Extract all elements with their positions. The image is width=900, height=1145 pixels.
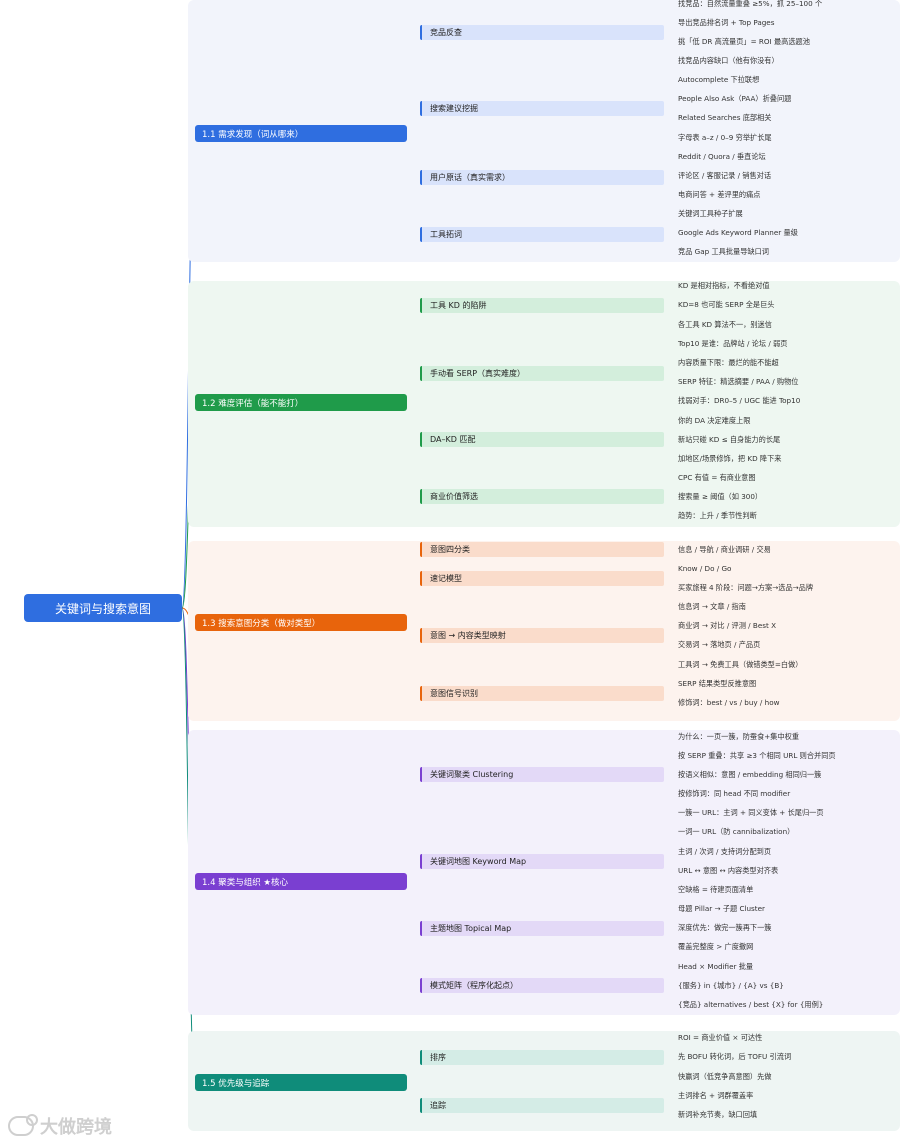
topic-node[interactable]: 搜索建议挖掘 (420, 101, 664, 116)
leaf-node[interactable]: 关键词工具种子扩展 (678, 209, 743, 218)
branch-node[interactable]: 1.3 搜索意图分类（做对类型） (195, 614, 407, 631)
leaf-node[interactable]: 新词补充节奏，缺口回填 (678, 1110, 758, 1119)
leaf-node[interactable]: 找弱对手：DR0–5 / UGC 能进 Top10 (678, 396, 801, 405)
leaf-node[interactable]: 交易词 → 落地页 / 产品页 (678, 640, 761, 649)
topic-node[interactable]: 意图 → 内容类型映射 (420, 628, 664, 643)
topic-node[interactable]: 模式矩阵（程序化起点） (420, 978, 664, 993)
leaf-node[interactable]: CPC 有值 = 有商业意图 (678, 473, 756, 482)
leaf-node[interactable]: 按修饰词：同 head 不同 modifier (678, 789, 791, 798)
leaf-node[interactable]: SERP 特征：精选摘要 / PAA / 购物位 (678, 377, 799, 386)
leaf-node[interactable]: Know / Do / Go (678, 564, 732, 573)
leaf-node[interactable]: 你的 DA 决定难度上限 (678, 416, 751, 425)
watermark-logo-icon (8, 1114, 38, 1136)
topic-node[interactable]: 关键词地图 Keyword Map (420, 854, 664, 869)
branch-node[interactable]: 1.4 聚类与组织 ★核心 (195, 873, 407, 890)
topic-node[interactable]: 排序 (420, 1050, 664, 1065)
leaf-node[interactable]: {竞品} alternatives / best {X} for {用例} (678, 1000, 824, 1009)
topic-node[interactable]: 工具 KD 的陷阱 (420, 298, 664, 313)
leaf-node[interactable]: 找竞品内容缺口（他有你没有） (678, 56, 779, 65)
leaf-node[interactable]: 母题 Pillar → 子题 Cluster (678, 904, 765, 913)
leaf-node[interactable]: 各工具 KD 算法不一，别迷信 (678, 320, 772, 329)
leaf-node[interactable]: 修饰词：best / vs / buy / how (678, 698, 780, 707)
leaf-node[interactable]: 内容质量下限：最烂的能不能超 (678, 358, 779, 367)
topic-node[interactable]: 手动看 SERP（真实难度） (420, 366, 664, 381)
leaf-node[interactable]: ROI = 商业价值 × 可达性 (678, 1033, 763, 1042)
leaf-node[interactable]: 主词 / 次词 / 支持词分配到页 (678, 847, 772, 856)
leaf-node[interactable]: KD 是相对指标，不看绝对值 (678, 281, 770, 290)
leaf-node[interactable]: URL ↔ 意图 ↔ 内容类型对齐表 (678, 866, 779, 875)
leaf-node[interactable]: 信息词 → 文章 / 指南 (678, 602, 746, 611)
topic-node[interactable]: 速记模型 (420, 571, 664, 586)
leaf-node[interactable]: 快赢词（低竞争高意图）先做 (678, 1072, 772, 1081)
topic-node[interactable]: 用户原话（真实需求） (420, 170, 664, 185)
leaf-node[interactable]: 新站只碰 KD ≤ 自身能力的长尾 (678, 435, 781, 444)
topic-node[interactable]: 商业价值筛选 (420, 489, 664, 504)
leaf-node[interactable]: Related Searches 底部相关 (678, 113, 772, 122)
leaf-node[interactable]: 先 BOFU 转化词，后 TOFU 引流词 (678, 1052, 792, 1061)
root-node[interactable]: 关键词与搜索意图 (24, 594, 182, 622)
leaf-node[interactable]: 商业词 → 对比 / 评测 / Best X (678, 621, 777, 630)
leaf-node[interactable]: 深度优先：做完一簇再下一簇 (678, 923, 772, 932)
leaf-node[interactable]: 竞品 Gap 工具批量导缺口词 (678, 247, 769, 256)
branch-node[interactable]: 1.5 优先级与追踪 (195, 1074, 407, 1091)
leaf-node[interactable]: Google Ads Keyword Planner 量级 (678, 228, 798, 237)
leaf-node[interactable]: Top10 是谁：品牌站 / 论坛 / 弱页 (678, 339, 788, 348)
leaf-node[interactable]: 字母表 a–z / 0–9 穷举扩长尾 (678, 133, 772, 142)
leaf-node[interactable]: 一词一 URL（防 cannibalization） (678, 827, 795, 836)
topic-node[interactable]: 关键词聚类 Clustering (420, 767, 664, 782)
leaf-node[interactable]: 工具词 → 免费工具（做错类型=白做） (678, 660, 803, 669)
branch-node[interactable]: 1.2 难度评估（能不能打） (195, 394, 407, 411)
watermark-text: 大做跨境 (40, 1117, 112, 1138)
leaf-node[interactable]: Autocomplete 下拉联想 (678, 75, 760, 84)
leaf-node[interactable]: Head × Modifier 批量 (678, 962, 754, 971)
branch-node[interactable]: 1.1 需求发现（词从哪来） (195, 125, 407, 142)
leaf-node[interactable]: Reddit / Quora / 垂直论坛 (678, 152, 766, 161)
leaf-node[interactable]: 找竞品：自然流量重叠 ≥5%，抓 25–100 个 (678, 0, 823, 8)
leaf-node[interactable]: 按语义相似：意图 / embedding 相同归一簇 (678, 770, 822, 779)
leaf-node[interactable]: 覆盖完整度 > 广度撒网 (678, 942, 754, 951)
leaf-node[interactable]: {服务} in {城市} / {A} vs {B} (678, 981, 784, 990)
leaf-node[interactable]: 空缺格 = 待建页面清单 (678, 885, 754, 894)
leaf-node[interactable]: 加地区/场景修饰，把 KD 降下来 (678, 454, 782, 463)
leaf-node[interactable]: 搜索量 ≥ 阈值（如 300） (678, 492, 763, 501)
leaf-node[interactable]: 趋势：上升 / 季节性判断 (678, 511, 757, 520)
leaf-node[interactable]: SERP 结果类型反推意图 (678, 679, 757, 688)
leaf-node[interactable]: 信息 / 导航 / 商业调研 / 交易 (678, 545, 771, 554)
leaf-node[interactable]: 一簇一 URL：主词 + 同义变体 + 长尾归一页 (678, 808, 824, 817)
leaf-node[interactable]: 导出竞品排名词 + Top Pages (678, 18, 775, 27)
topic-node[interactable]: 意图信号识别 (420, 686, 664, 701)
leaf-node[interactable]: 主词排名 + 词群覆盖率 (678, 1091, 754, 1100)
leaf-node[interactable]: 买家旅程 4 阶段：问题→方案→选品→品牌 (678, 583, 814, 592)
watermark: 大做跨境 (8, 1112, 112, 1140)
leaf-node[interactable]: 按 SERP 重叠：共享 ≥3 个相同 URL 则合并同页 (678, 751, 836, 760)
topic-node[interactable]: 主题地图 Topical Map (420, 921, 664, 936)
topic-node[interactable]: DA–KD 匹配 (420, 432, 664, 447)
leaf-node[interactable]: 评论区 / 客服记录 / 销售对话 (678, 171, 772, 180)
topic-node[interactable]: 追踪 (420, 1098, 664, 1113)
topic-node[interactable]: 竞品反查 (420, 25, 664, 40)
leaf-node[interactable]: 为什么：一页一簇，防蚕食+集中权重 (678, 732, 800, 741)
leaf-node[interactable]: People Also Ask（PAA）折叠问题 (678, 94, 792, 103)
topic-node[interactable]: 工具拓词 (420, 227, 664, 242)
leaf-node[interactable]: KD=8 也可能 SERP 全是巨头 (678, 300, 775, 309)
leaf-node[interactable]: 电商问答 + 差评里的痛点 (678, 190, 761, 199)
topic-node[interactable]: 意图四分类 (420, 542, 664, 557)
leaf-node[interactable]: 挑「低 DR 高流量页」= ROI 最高选题池 (678, 37, 810, 46)
